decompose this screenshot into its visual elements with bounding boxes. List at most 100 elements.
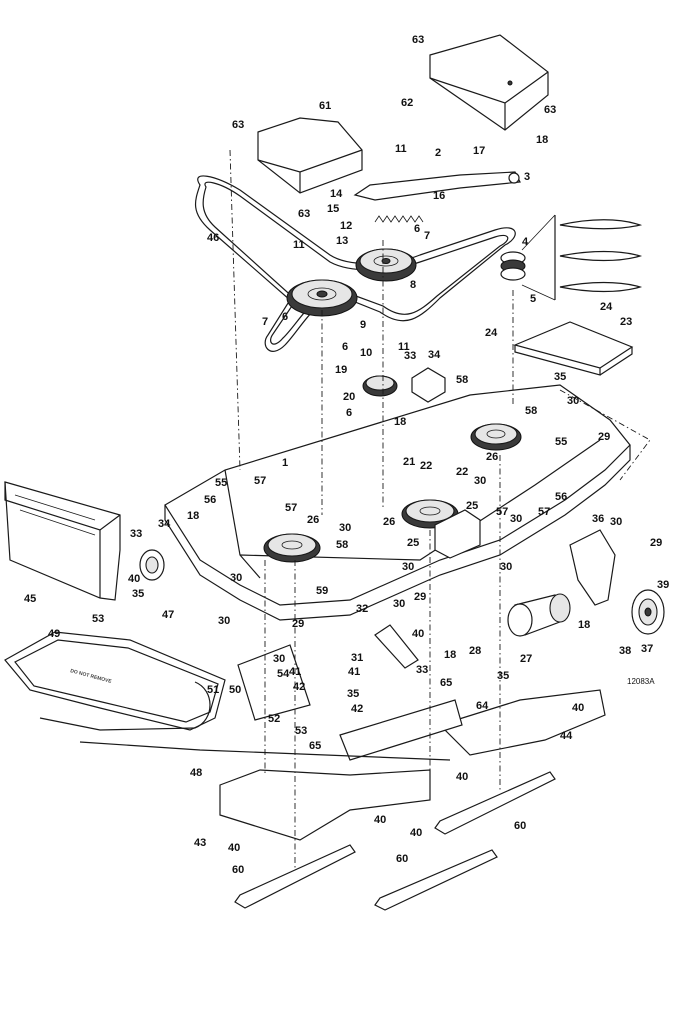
callout-20: 20 <box>343 391 355 403</box>
callout-40d: 40 <box>456 771 468 783</box>
callout-30h: 30 <box>218 615 230 627</box>
callout-40a: 40 <box>128 573 140 585</box>
callout-60a: 60 <box>514 820 526 832</box>
callout-16: 16 <box>433 190 445 202</box>
callout-23: 23 <box>620 316 632 328</box>
callout-61: 61 <box>319 100 331 112</box>
callout-39: 39 <box>657 579 669 591</box>
callout-29c: 29 <box>292 618 304 630</box>
small-pulley <box>362 375 398 397</box>
center-line-9 <box>559 389 651 481</box>
callout-42a: 42 <box>293 681 305 693</box>
callout-32: 32 <box>356 603 368 615</box>
front-baffle <box>219 769 431 841</box>
callout-62: 62 <box>401 97 413 109</box>
callout-34a: 34 <box>428 349 441 361</box>
callout-34b: 34 <box>158 518 171 530</box>
callout-30b: 30 <box>474 475 486 487</box>
callout-57b: 57 <box>285 502 297 514</box>
callout-5: 5 <box>530 293 536 305</box>
callout-35b: 35 <box>132 588 144 600</box>
spindle-right <box>470 423 522 451</box>
callout-47: 47 <box>162 609 174 621</box>
baffle-plate <box>339 699 463 761</box>
extension-spring <box>374 215 424 223</box>
callout-18b: 18 <box>394 416 406 428</box>
center-line-1 <box>229 149 241 471</box>
callout-28: 28 <box>469 645 481 657</box>
callout-25a: 25 <box>466 500 478 512</box>
callout-30e: 30 <box>402 561 414 573</box>
callout-53a: 53 <box>92 613 104 625</box>
callout-29a: 29 <box>598 431 610 443</box>
callout-30g: 30 <box>230 572 242 584</box>
callout-12: 12 <box>340 220 352 232</box>
callout-41a: 41 <box>289 666 301 678</box>
callout-55a: 55 <box>215 477 227 489</box>
left-belt-cover <box>257 117 363 194</box>
right-belt-cover <box>429 34 549 131</box>
deflector-shield: DO NOT REMOVE <box>4 631 226 731</box>
anti-scalp-bracket <box>569 529 616 606</box>
callout-29d: 29 <box>650 537 662 549</box>
callout-11c: 11 <box>398 341 410 353</box>
blade-left <box>234 844 356 909</box>
callout-35c: 35 <box>497 670 509 682</box>
callout-30c: 30 <box>510 513 522 525</box>
callout-52: 52 <box>268 713 280 725</box>
callout-46: 46 <box>207 232 219 244</box>
callout-40e: 40 <box>374 814 386 826</box>
gauge-roller <box>507 593 571 637</box>
left-roller <box>139 549 165 581</box>
callout-57c: 57 <box>496 506 508 518</box>
callout-40b: 40 <box>412 628 424 640</box>
callout-38: 38 <box>619 645 631 657</box>
callout-56b: 56 <box>555 491 567 503</box>
deflector-rod <box>39 681 211 731</box>
gearbox <box>434 509 481 559</box>
callout-60c: 60 <box>232 864 244 876</box>
callout-6b: 6 <box>282 311 288 323</box>
callout-25b: 25 <box>407 537 419 549</box>
blade-right <box>434 771 556 835</box>
callout-51: 51 <box>207 684 219 696</box>
pivot-bracket <box>374 624 419 669</box>
callout-36: 36 <box>592 513 604 525</box>
callout-14: 14 <box>330 188 343 200</box>
callout-24a: 24 <box>600 301 613 313</box>
callout-11b: 11 <box>293 239 305 251</box>
blade-center <box>374 849 498 911</box>
callout-44: 44 <box>560 730 573 742</box>
callout-6c: 6 <box>342 341 348 353</box>
callout-11a: 11 <box>395 143 407 155</box>
pulley-center <box>355 248 417 282</box>
callout-30f: 30 <box>500 561 512 573</box>
pulley-detail-view <box>554 215 643 300</box>
callout-2: 2 <box>435 147 441 159</box>
callout-30i: 30 <box>393 598 405 610</box>
callout-40c: 40 <box>572 702 584 714</box>
callout-59: 59 <box>316 585 328 597</box>
leader-line-48 <box>79 741 451 761</box>
callout-58a: 58 <box>456 374 468 386</box>
discharge-chute <box>4 481 121 601</box>
callout-7a: 7 <box>424 230 430 242</box>
callout-8: 8 <box>410 279 416 291</box>
callout-56a: 56 <box>204 494 216 506</box>
callout-55b: 55 <box>555 436 567 448</box>
callout-18e: 18 <box>578 619 590 631</box>
rear-baffle <box>438 689 606 756</box>
anti-scalp-wheel <box>631 589 665 635</box>
callout-50: 50 <box>229 684 241 696</box>
idler-pulley-stack <box>500 214 556 301</box>
callout-30j: 30 <box>273 653 285 665</box>
callout-24b: 24 <box>485 327 498 339</box>
callout-40g: 40 <box>228 842 240 854</box>
callout-21: 21 <box>403 456 415 468</box>
callout-49: 49 <box>48 628 60 640</box>
callout-30d: 30 <box>339 522 351 534</box>
callout-43: 43 <box>194 837 206 849</box>
callout-26c: 26 <box>486 451 498 463</box>
callout-29b: 29 <box>414 591 426 603</box>
